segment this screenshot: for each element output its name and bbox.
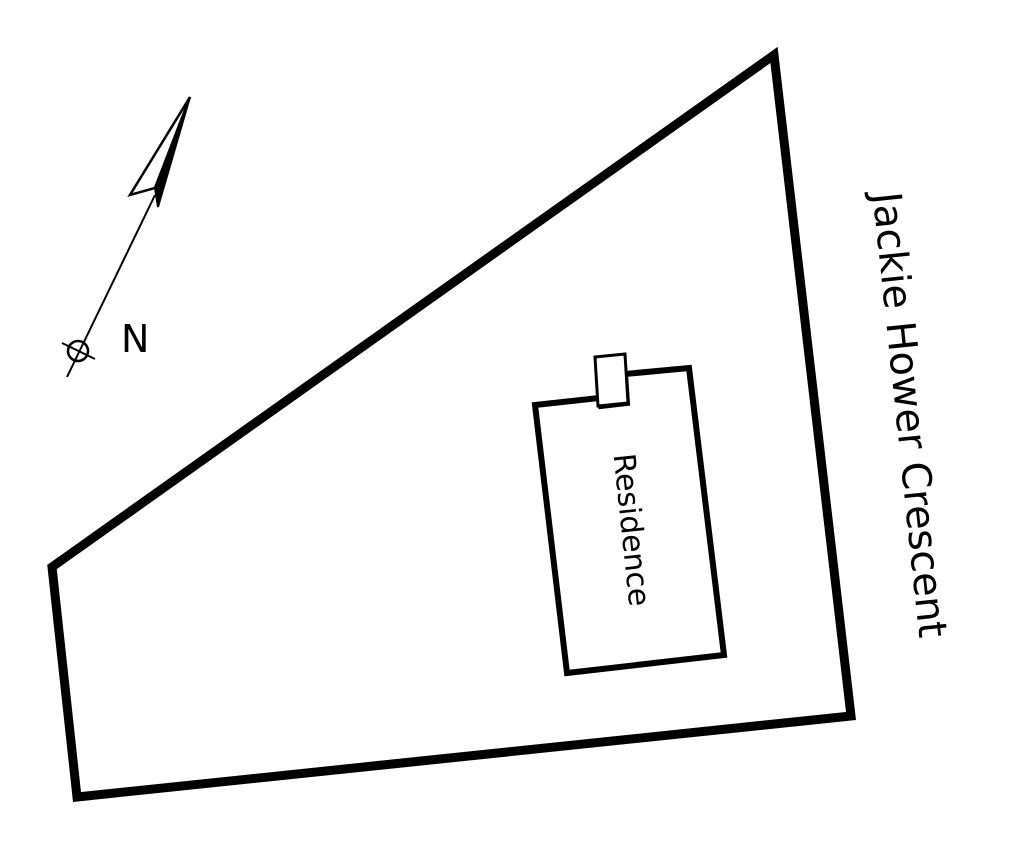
property-boundary: [47, 46, 856, 802]
residence-annex: [593, 352, 630, 408]
north-label: N: [121, 317, 149, 361]
residence-label: Residence: [606, 452, 657, 608]
street-label: Jackie Hower Crescent: [862, 187, 955, 640]
north-arrow-icon: [61, 96, 192, 378]
